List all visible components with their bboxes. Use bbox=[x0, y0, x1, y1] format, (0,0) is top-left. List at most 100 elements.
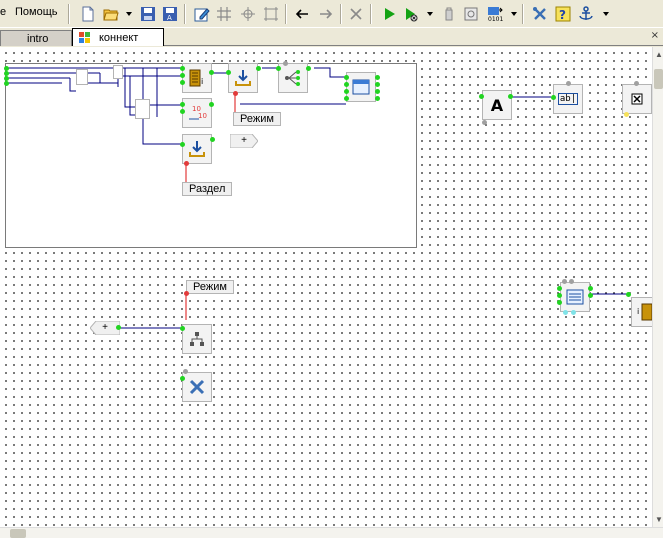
input-pin[interactable] bbox=[180, 109, 185, 114]
output-pin[interactable] bbox=[588, 286, 593, 291]
network-element[interactable] bbox=[182, 324, 212, 354]
import-element[interactable] bbox=[228, 63, 258, 93]
anchor-icon[interactable] bbox=[576, 4, 596, 24]
output-pin[interactable] bbox=[588, 293, 593, 298]
event-pin[interactable] bbox=[566, 81, 571, 86]
tools-icon[interactable] bbox=[530, 4, 550, 24]
output-pin[interactable] bbox=[116, 325, 121, 330]
scrollbar-thumb[interactable] bbox=[10, 529, 26, 538]
hub-node[interactable] bbox=[113, 65, 123, 79]
label-element[interactable]: A bbox=[482, 90, 512, 120]
delete-icon[interactable] bbox=[346, 4, 366, 24]
scroll-down-icon[interactable]: ▼ bbox=[655, 515, 663, 524]
binary-export-icon[interactable]: 0101 bbox=[485, 4, 505, 24]
save-icon[interactable] bbox=[138, 4, 158, 24]
frame-icon[interactable] bbox=[261, 4, 281, 24]
menu-prev[interactable]: е bbox=[0, 6, 7, 18]
info-element[interactable]: i bbox=[631, 297, 652, 327]
tab-connect[interactable]: коннект bbox=[72, 28, 164, 46]
input-pin[interactable] bbox=[4, 76, 9, 81]
input-pin[interactable] bbox=[180, 73, 185, 78]
window-element[interactable] bbox=[346, 72, 376, 102]
mode-label[interactable]: Режим bbox=[233, 112, 281, 126]
tree-element[interactable] bbox=[278, 63, 308, 93]
plus-connector[interactable]: + bbox=[230, 134, 258, 148]
input-pin[interactable] bbox=[344, 75, 349, 80]
data-pin[interactable] bbox=[571, 310, 576, 315]
edit-element[interactable]: ab| bbox=[553, 84, 583, 114]
input-pin[interactable] bbox=[551, 95, 556, 100]
scroll-up-icon[interactable]: ▲ bbox=[655, 50, 663, 59]
input-pin[interactable] bbox=[226, 70, 231, 75]
input-pin[interactable] bbox=[4, 81, 9, 86]
output-pin[interactable] bbox=[375, 75, 380, 80]
anchor-dropdown-icon[interactable] bbox=[603, 12, 609, 16]
event-pin[interactable] bbox=[562, 279, 567, 284]
form-icon[interactable] bbox=[461, 4, 481, 24]
event-pin[interactable] bbox=[634, 81, 639, 86]
scrollbar-thumb[interactable] bbox=[654, 69, 663, 89]
input-pin[interactable] bbox=[180, 326, 185, 331]
run-dropdown-icon[interactable] bbox=[427, 12, 433, 16]
input-pin[interactable] bbox=[180, 376, 185, 381]
output-pin[interactable] bbox=[375, 82, 380, 87]
compile-icon[interactable] bbox=[439, 4, 459, 24]
input-pin[interactable] bbox=[557, 286, 562, 291]
link-pin[interactable] bbox=[184, 161, 189, 166]
horizontal-scrollbar[interactable] bbox=[0, 527, 663, 538]
open-dropdown-icon[interactable] bbox=[126, 12, 132, 16]
input-pin[interactable] bbox=[276, 66, 281, 71]
tab-intro[interactable]: intro bbox=[0, 30, 72, 46]
edit-icon[interactable] bbox=[192, 4, 212, 24]
save-as-icon[interactable]: A bbox=[160, 4, 180, 24]
event-pin[interactable] bbox=[569, 279, 574, 284]
input-pin[interactable] bbox=[626, 292, 631, 297]
link-pin[interactable] bbox=[184, 291, 189, 296]
info-element[interactable]: i bbox=[182, 63, 212, 93]
link-pin[interactable] bbox=[233, 91, 238, 96]
input-pin[interactable] bbox=[180, 80, 185, 85]
input-pin[interactable] bbox=[344, 89, 349, 94]
new-file-icon[interactable] bbox=[78, 4, 98, 24]
event-pin[interactable] bbox=[482, 120, 487, 125]
input-pin[interactable] bbox=[4, 71, 9, 76]
value-pin[interactable] bbox=[624, 112, 629, 117]
back-arrow-icon[interactable] bbox=[292, 4, 312, 24]
export-dropdown-icon[interactable] bbox=[511, 12, 517, 16]
output-pin[interactable] bbox=[375, 89, 380, 94]
output-pin[interactable] bbox=[210, 137, 215, 142]
event-pin[interactable] bbox=[283, 61, 288, 66]
input-pin[interactable] bbox=[180, 142, 185, 147]
input-pin[interactable] bbox=[180, 66, 185, 71]
list-element[interactable] bbox=[560, 282, 590, 312]
output-pin[interactable] bbox=[375, 96, 380, 101]
input-pin[interactable] bbox=[557, 300, 562, 305]
open-folder-icon[interactable] bbox=[101, 4, 121, 24]
input-pin[interactable] bbox=[344, 96, 349, 101]
input-pin[interactable] bbox=[4, 66, 9, 71]
hub-node[interactable] bbox=[135, 99, 150, 119]
menu-help[interactable]: Помощь bbox=[15, 6, 58, 18]
input-pin[interactable] bbox=[180, 102, 185, 107]
tools-element[interactable] bbox=[182, 372, 212, 402]
output-pin[interactable] bbox=[209, 70, 214, 75]
hub-node[interactable] bbox=[76, 69, 88, 85]
event-pin[interactable] bbox=[183, 369, 188, 374]
run-icon[interactable] bbox=[379, 4, 399, 24]
plus-connector[interactable]: + bbox=[90, 321, 120, 335]
checkbox-element[interactable] bbox=[622, 84, 652, 114]
section-label[interactable]: Раздел bbox=[182, 182, 233, 196]
center-icon[interactable] bbox=[238, 4, 258, 24]
output-pin[interactable] bbox=[306, 66, 311, 71]
vertical-scrollbar[interactable]: ▲ ▼ bbox=[652, 47, 663, 527]
run-debug-icon[interactable] bbox=[401, 4, 421, 24]
import-element[interactable] bbox=[182, 134, 212, 164]
forward-arrow-icon[interactable] bbox=[316, 4, 336, 24]
input-pin[interactable] bbox=[479, 94, 484, 99]
input-pin[interactable] bbox=[344, 82, 349, 87]
output-pin[interactable] bbox=[209, 102, 214, 107]
help-icon[interactable]: ? bbox=[553, 4, 573, 24]
close-tab-icon[interactable]: × bbox=[650, 30, 659, 41]
